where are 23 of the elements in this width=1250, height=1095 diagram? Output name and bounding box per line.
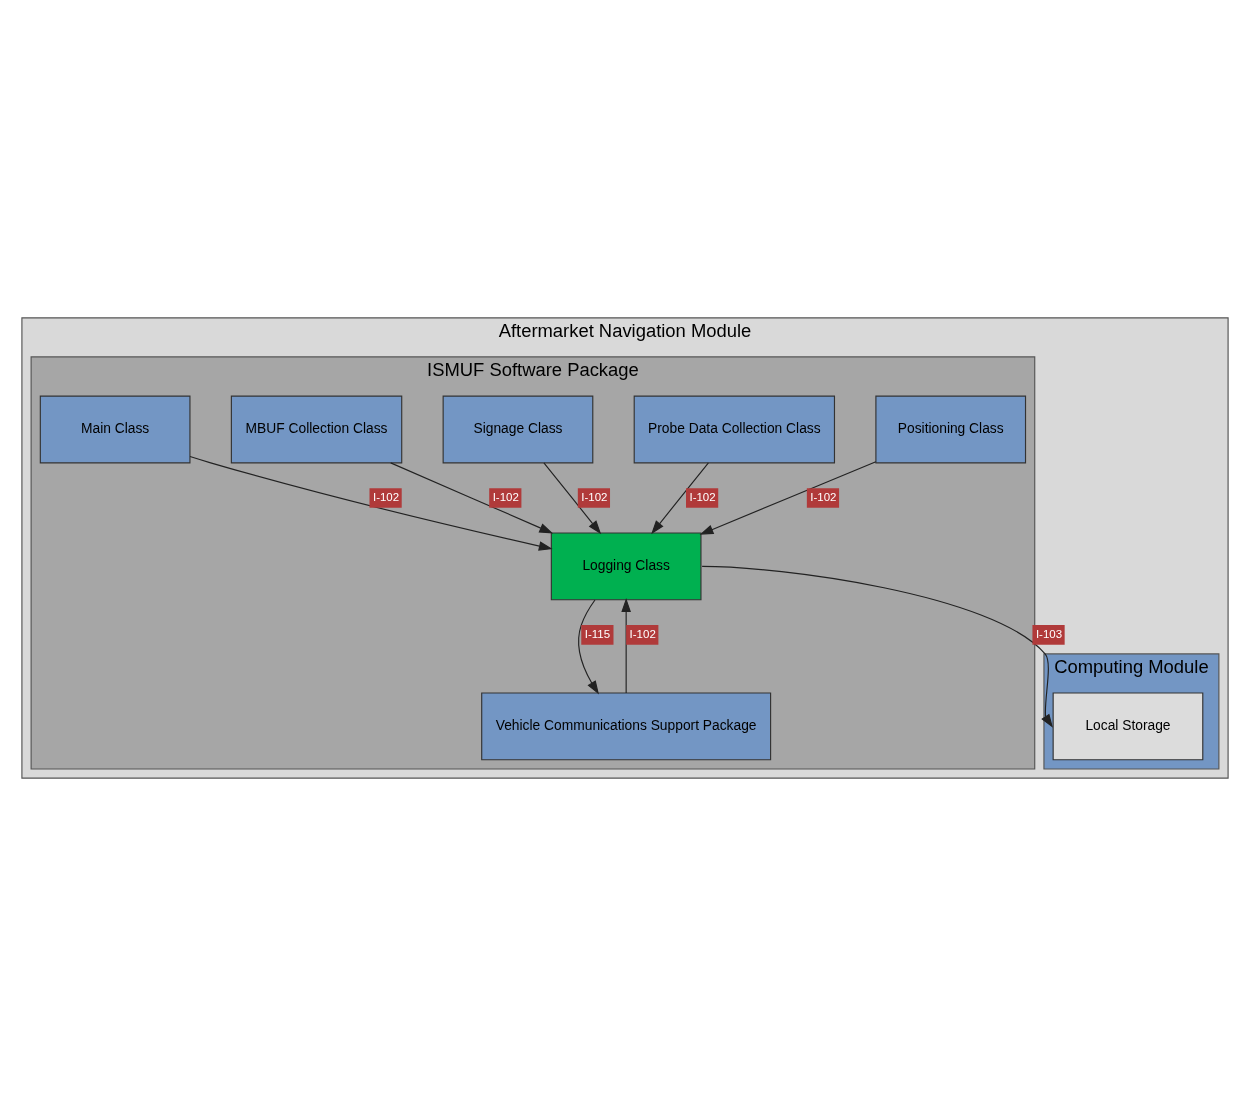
- edge-label: I-102: [372, 490, 400, 503]
- arrow: [390, 461, 554, 533]
- edge-label: I-102: [689, 490, 716, 503]
- node-box: Vehicle Communications Support Package: [481, 691, 772, 760]
- node-box: Logging Class: [550, 531, 702, 600]
- arrow: [543, 461, 602, 534]
- node-box: Probe Data Collection Class: [633, 395, 836, 463]
- edge-label: I-102: [629, 627, 656, 640]
- edge-label: I-102: [492, 490, 519, 503]
- arrow: [651, 461, 709, 534]
- node-box: MBUF Collection Class: [230, 395, 403, 463]
- node-box: Main Class: [39, 395, 191, 463]
- node-box: Local Storage: [1052, 691, 1204, 760]
- edge-label: I-102: [810, 490, 837, 503]
- edge-label: I-103: [1035, 627, 1063, 640]
- node-box: Positioning Class: [875, 395, 1027, 463]
- arrow: [701, 565, 1053, 728]
- node-box: Signage Class: [442, 395, 594, 463]
- edge-label: I-102: [581, 490, 608, 503]
- arrow: [699, 460, 877, 535]
- arrow: [578, 598, 599, 694]
- arrow: [189, 455, 553, 551]
- edge-label: I-115: [584, 627, 611, 640]
